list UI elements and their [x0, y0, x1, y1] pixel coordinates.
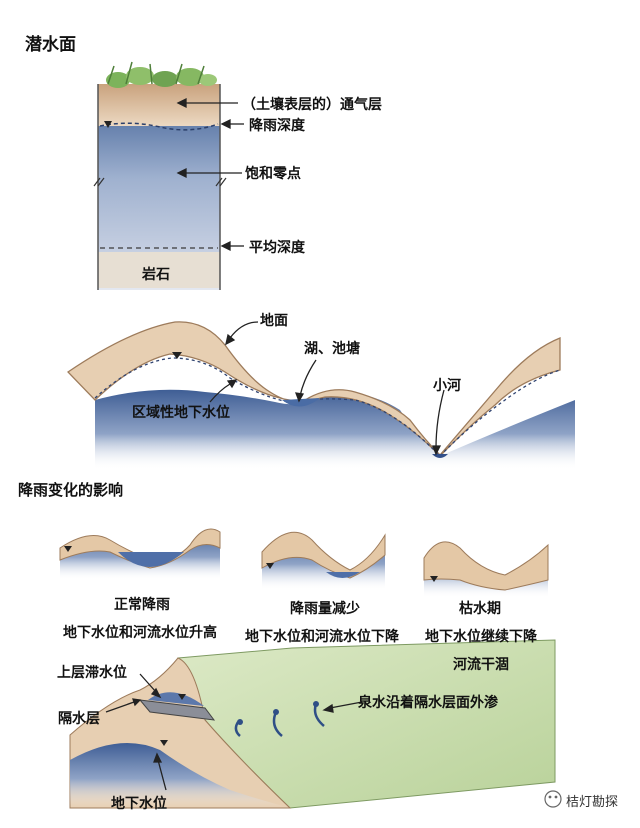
label-dry-season-desc2: 河流干涸 [453, 657, 509, 673]
landscape [66, 321, 575, 470]
perched-water-lens [148, 692, 204, 706]
label-aeration-zone: （土壤表层的）通气层 [242, 97, 382, 113]
valley-reduced [261, 531, 386, 590]
perched-pointers [105, 673, 363, 791]
valley-normal [59, 528, 221, 580]
label-dry-season-desc: 地下水位继续下降 [425, 629, 537, 645]
label-creek: 小河 [433, 378, 461, 394]
label-rain-depth: 降雨深度 [249, 118, 305, 134]
aquiclude-layer [138, 699, 216, 721]
rain-depth-line [99, 122, 219, 131]
watermark-logo-icon [544, 790, 562, 808]
plants-icon [106, 61, 217, 88]
water-table-marker [104, 121, 112, 128]
label-normal-rain: 正常降雨 [114, 597, 170, 613]
label-average-depth: 平均深度 [249, 240, 305, 256]
landscape-water-table-marker [172, 352, 182, 359]
soil-column [93, 61, 227, 290]
label-regional-water-table: 区域性地下水位 [132, 405, 230, 421]
label-water-table: 地下水位 [111, 796, 167, 812]
diagram-title: 潜水面 [25, 35, 76, 55]
block-groundwater [70, 742, 290, 808]
column-rock-zone [98, 252, 220, 288]
label-lake-pond: 湖、池塘 [304, 341, 360, 357]
label-reduced-rain: 降雨量减少 [290, 601, 360, 617]
valley-dry [423, 541, 549, 598]
label-normal-rain-desc: 地下水位和河流水位升高 [63, 625, 217, 641]
section-title-rain-effect: 降雨变化的影响 [18, 481, 124, 499]
landscape-water [95, 389, 575, 470]
label-perched-water: 上层滞水位 [57, 665, 127, 681]
watermark-text: 桔灯勘探 [566, 795, 619, 810]
perched-block [69, 639, 556, 809]
label-spring: 泉水沿着隔水层面外渗 [358, 695, 498, 711]
regional-water-table-line [94, 357, 561, 457]
label-rock: 岩石 [142, 267, 170, 283]
lake-water [282, 398, 320, 407]
label-saturation-zero: 饱和零点 [245, 166, 301, 182]
landscape-soil [66, 321, 561, 457]
landscape-pointers [209, 321, 445, 456]
column-pointers [176, 97, 244, 252]
label-ground: 地面 [260, 313, 288, 329]
label-reduced-rain-desc: 地下水位和河流水位下降 [245, 629, 399, 645]
column-aeration-zone [98, 84, 220, 126]
label-aquiclude: 隔水层 [58, 711, 100, 727]
label-dry-season: 枯水期 [459, 601, 501, 617]
